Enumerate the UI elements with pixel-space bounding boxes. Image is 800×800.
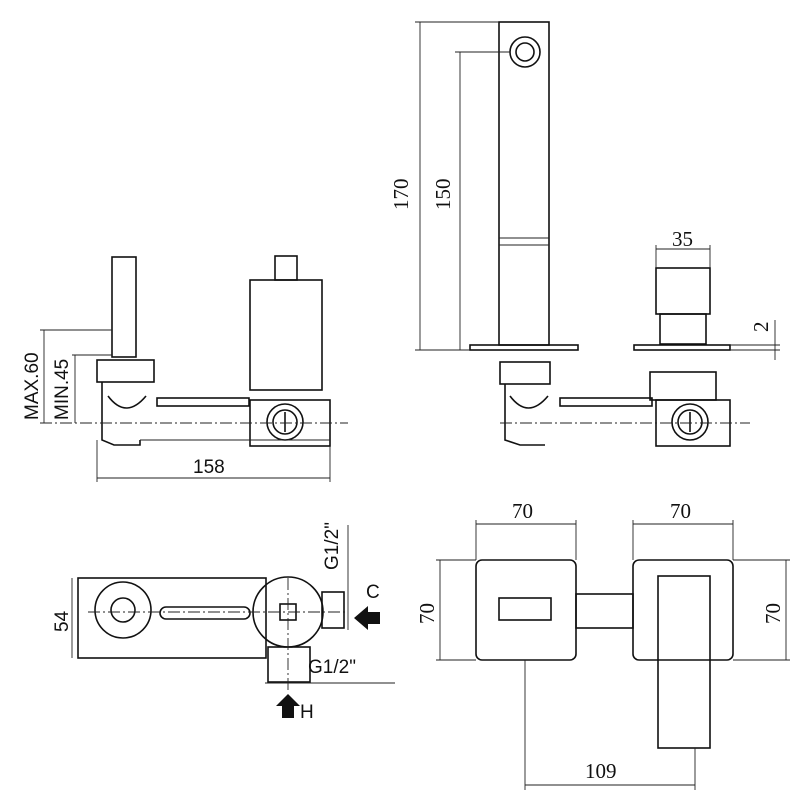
plate-thickness-label: 2: [749, 322, 773, 333]
spout-side-view: 170 150 35 2: [389, 21, 780, 447]
cold-label: C: [366, 582, 380, 603]
front-right-height-label: 70: [761, 603, 785, 624]
front-left-height-label: 70: [415, 603, 439, 624]
hot-inlet-arrow-icon: [276, 694, 300, 718]
front-right-width-label: 70: [670, 499, 691, 523]
hot-thread-label: G1/2": [308, 657, 356, 678]
front-left-width-label: 70: [512, 499, 533, 523]
top-view: 54 G1/2" G1/2" C H: [52, 522, 395, 723]
depth-label: 54: [52, 610, 73, 632]
max-height-label: MAX.60: [22, 352, 43, 420]
center-distance-label: 109: [585, 759, 617, 783]
cold-inlet-arrow-icon: [354, 606, 380, 630]
front-view: 70 70 70 70 109: [415, 499, 790, 790]
side-length-label: 158: [193, 457, 225, 478]
spout-height-label: 150: [431, 179, 455, 211]
total-height-label: 170: [389, 179, 413, 211]
hot-label: H: [300, 702, 314, 723]
cold-thread-label: G1/2": [322, 522, 343, 570]
side-view: MAX.60 MIN.45 158: [22, 255, 348, 482]
min-height-label: MIN.45: [52, 359, 73, 420]
handle-width-label: 35: [672, 227, 693, 251]
